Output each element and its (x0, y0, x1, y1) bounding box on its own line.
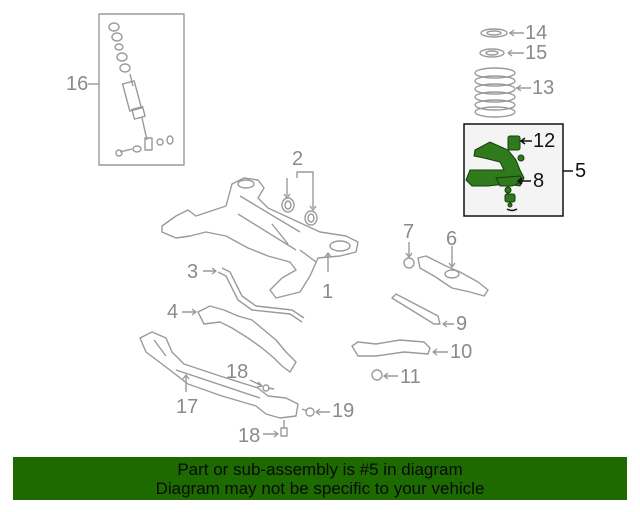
coil-spring-icon (474, 67, 516, 118)
callout-2[interactable]: 2 (292, 148, 304, 170)
upper-arm-icon (417, 255, 489, 297)
callout-4[interactable]: 4 (167, 301, 179, 323)
callout-8[interactable]: 8 (533, 170, 545, 192)
stabilizer-bar-icon (217, 267, 305, 323)
shock-absorber-icon (108, 22, 174, 157)
bushing-icon (403, 257, 415, 269)
callout-12[interactable]: 12 (533, 130, 556, 152)
callout-13[interactable]: 13 (532, 77, 555, 99)
callout-6[interactable]: 6 (446, 228, 458, 250)
callout-9[interactable]: 9 (456, 313, 468, 335)
info-banner: Part or sub-assembly is #5 in diagram Di… (13, 457, 627, 500)
bolt-icon (262, 384, 275, 392)
control-arm-icon (351, 339, 431, 357)
callout-7[interactable]: 7 (403, 221, 415, 243)
callout-3[interactable]: 3 (187, 261, 199, 283)
lower-arm-icon (197, 305, 297, 373)
nut-icon (301, 407, 315, 417)
banner-line-part: Part or sub-assembly is #5 in diagram (177, 460, 463, 479)
upper-control-arm-assembly-icon (465, 135, 525, 208)
callout-14[interactable]: 14 (525, 22, 548, 44)
callout-18-lower[interactable]: 18 (238, 425, 261, 447)
callout-17[interactable]: 17 (176, 396, 199, 418)
callout-11[interactable]: 11 (400, 366, 421, 388)
callout-19[interactable]: 19 (332, 400, 355, 422)
callout-15[interactable]: 15 (525, 42, 548, 64)
callout-16[interactable]: 16 (66, 73, 89, 95)
callout-1[interactable]: 1 (322, 281, 334, 303)
callout-18-upper[interactable]: 18 (226, 361, 249, 383)
banner-line-disclaimer: Diagram may not be specific to your vehi… (155, 479, 485, 498)
parts-diagram (88, 13, 573, 438)
callout-10[interactable]: 10 (450, 341, 473, 363)
suspension-member-icon (139, 331, 299, 419)
spring-insulator-icon (479, 48, 505, 58)
spring-seat-upper-icon (480, 28, 508, 38)
lateral-rod-icon (391, 293, 441, 325)
bushing-icon (371, 369, 383, 381)
bolt-icon (280, 420, 288, 437)
bushing-icon (281, 197, 295, 213)
crossmember-icon (161, 177, 359, 299)
bushing-icon (304, 210, 318, 226)
callout-5[interactable]: 5 (575, 160, 587, 182)
